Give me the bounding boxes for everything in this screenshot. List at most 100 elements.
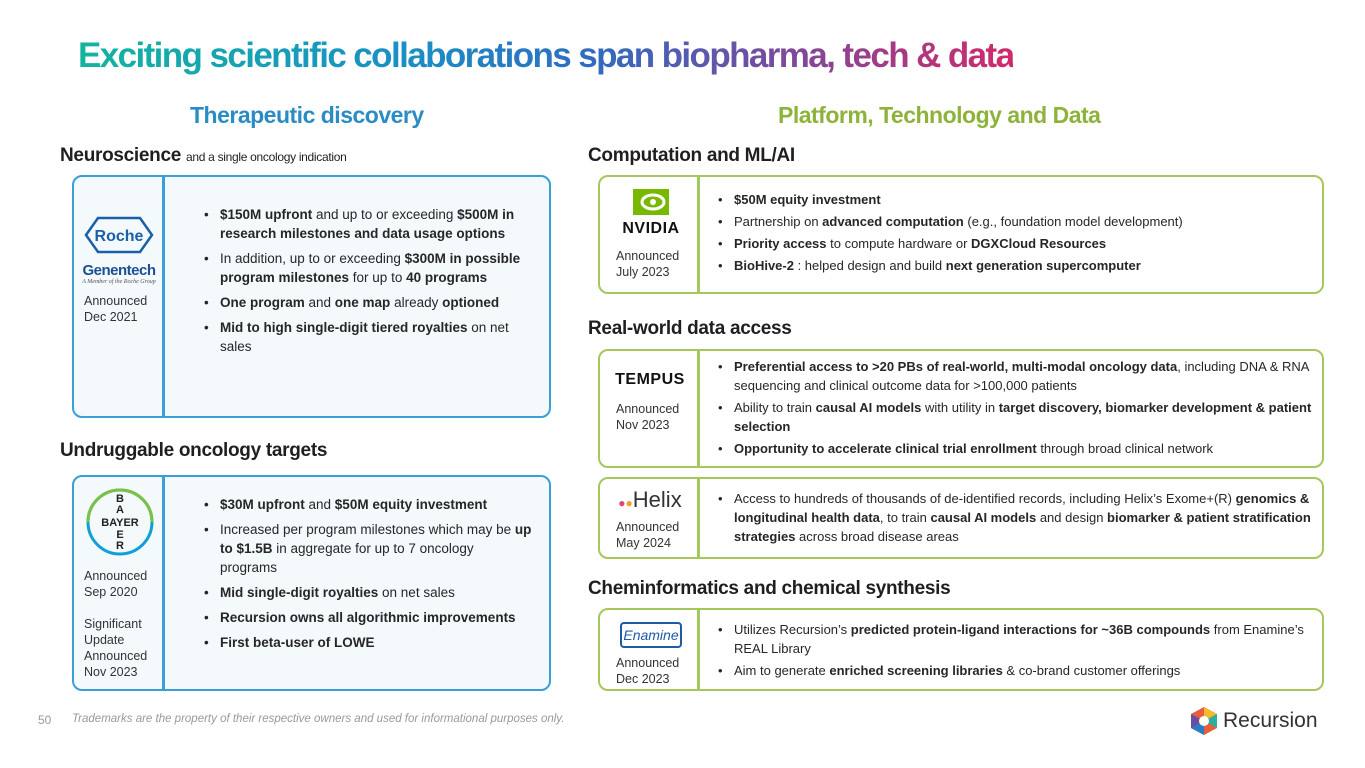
bold-text: Priority access bbox=[734, 236, 827, 251]
roche-genentech-logo: Roche Genentech A Member of the Roche Gr… bbox=[80, 215, 158, 285]
bullet-item: Access to hundreds of thousands of de-id… bbox=[718, 489, 1318, 546]
bullet-item: Utilizes Recursion’s predicted protein-l… bbox=[718, 620, 1318, 658]
bold-text: up to $1.5B bbox=[220, 522, 532, 556]
recursion-hex-icon bbox=[1191, 707, 1217, 735]
bold-text: next generation supercomputer bbox=[945, 258, 1141, 273]
bold-text: $300M in possible program milestones bbox=[220, 251, 521, 285]
helix-announced: Announced May 2024 bbox=[616, 520, 680, 550]
bold-text: genomics & longitudinal health data bbox=[734, 491, 1310, 525]
enamine-announced: Announced Dec 2023 bbox=[616, 656, 680, 686]
text: Utilizes Recursion’s bbox=[734, 622, 851, 637]
tempus-announced: Announced Nov 2023 bbox=[616, 402, 680, 432]
onc-heading: Undruggable oncology targets bbox=[60, 440, 328, 461]
bayer-bullets: $30M upfront and $50M equity investmentI… bbox=[204, 495, 534, 658]
bold-text: $150M upfront bbox=[220, 207, 313, 222]
bullet-item: Increased per program milestones which m… bbox=[204, 520, 534, 577]
trademark-note: Trademarks are the property of their res… bbox=[72, 713, 565, 725]
bold-text: DGXCloud Resources bbox=[971, 236, 1107, 251]
bold-text: $500M in research milestones and data us… bbox=[220, 207, 515, 241]
right-heading: Platform, Technology and Data bbox=[778, 102, 1101, 128]
left-heading: Therapeutic discovery bbox=[190, 102, 424, 128]
bold-text: enriched screening libraries bbox=[829, 663, 1003, 678]
text: , to train bbox=[879, 510, 931, 525]
bullet-item: $30M upfront and $50M equity investment bbox=[204, 495, 534, 514]
text: on net sales bbox=[220, 320, 509, 354]
bold-text: predicted protein-ligand interactions fo… bbox=[850, 622, 1211, 637]
bold-text: causal AI models bbox=[815, 400, 922, 415]
bullet-item: Priority access to compute hardware or D… bbox=[718, 234, 1318, 253]
helix-card: ●●Helix Announced May 2024 Access to hun… bbox=[598, 477, 1324, 559]
bullet-item: Recursion owns all algorithmic improveme… bbox=[204, 608, 534, 627]
svg-text:BAYER: BAYER bbox=[101, 517, 139, 529]
bullet-item: Ability to train causal AI models with u… bbox=[718, 398, 1323, 436]
bold-text: Mid single-digit royalties bbox=[220, 585, 379, 600]
text: for up to bbox=[349, 270, 407, 285]
bayer-announced: Announced Sep 2020 Significant Update An… bbox=[84, 569, 148, 679]
nvidia-bullets: $50M equity investmentPartnership on adv… bbox=[718, 190, 1318, 278]
bold-text: Preferential access to >20 PBs of real-w… bbox=[734, 359, 1178, 374]
text: across broad disease areas bbox=[795, 529, 959, 544]
bullet-item: Mid to high single-digit tiered royaltie… bbox=[204, 318, 544, 356]
text: : helped design and build bbox=[793, 258, 946, 273]
text: Ability to train bbox=[734, 400, 816, 415]
text: (e.g., foundation model development) bbox=[963, 214, 1183, 229]
text: with utility in bbox=[921, 400, 999, 415]
bold-text: $50M equity investment bbox=[734, 192, 881, 207]
svg-text:B: B bbox=[116, 493, 124, 505]
recursion-logo: Recursion bbox=[1190, 706, 1318, 736]
roche-card: Roche Genentech A Member of the Roche Gr… bbox=[72, 175, 551, 418]
bullet-item: $150M upfront and up to or exceeding $50… bbox=[204, 205, 544, 243]
text: in aggregate for up to 7 oncology progra… bbox=[220, 541, 474, 575]
bold-text: $50M equity investment bbox=[334, 497, 488, 512]
bullet-item: Aim to generate enriched screening libra… bbox=[718, 661, 1318, 680]
text: and bbox=[304, 497, 335, 512]
text: already bbox=[390, 295, 443, 310]
bold-text: Mid to high single-digit tiered royaltie… bbox=[220, 320, 468, 335]
text: , including DNA & RNA sequencing and cli… bbox=[734, 359, 1309, 393]
text: Increased per program milestones which m… bbox=[220, 522, 515, 537]
text: Access to hundreds of thousands of de-id… bbox=[734, 491, 1236, 506]
nvidia-announced: Announced July 2023 bbox=[616, 249, 680, 279]
enamine-bullets: Utilizes Recursion’s predicted protein-l… bbox=[718, 620, 1318, 683]
text: Aim to generate bbox=[734, 663, 830, 678]
tempus-bullets: Preferential access to >20 PBs of real-w… bbox=[718, 357, 1323, 461]
roche-bullets: $150M upfront and up to or exceeding $50… bbox=[204, 205, 544, 362]
svg-text:R: R bbox=[116, 540, 124, 552]
bullet-item: $50M equity investment bbox=[718, 190, 1318, 209]
rwd-heading: Real-world data access bbox=[588, 318, 792, 339]
bold-text: biomarker & patient stratification strat… bbox=[734, 510, 1311, 544]
nvidia-card: NVIDIA Announced July 2023 $50M equity i… bbox=[598, 175, 1324, 294]
helix-logo: ●●Helix bbox=[618, 487, 682, 512]
text: In addition, up to or exceeding bbox=[220, 251, 405, 266]
bullet-item: In addition, up to or exceeding $300M in… bbox=[204, 249, 544, 287]
bullet-item: Preferential access to >20 PBs of real-w… bbox=[718, 357, 1323, 395]
tempus-logo: TEMPUS bbox=[615, 371, 685, 388]
bold-text: Opportunity to accelerate clinical trial… bbox=[734, 441, 1037, 456]
bold-text: one map bbox=[334, 295, 391, 310]
page-number: 50 bbox=[38, 713, 52, 727]
tempus-card: TEMPUS Announced Nov 2023 Preferential a… bbox=[598, 349, 1324, 468]
slide-title: Exciting scientific collaborations span … bbox=[78, 36, 1015, 75]
svg-text:A: A bbox=[116, 504, 124, 516]
enamine-card: Enamine Announced Dec 2023 Utilizes Recu… bbox=[598, 608, 1324, 691]
bold-text: advanced computation bbox=[822, 214, 964, 229]
bullet-item: Partnership on advanced computation (e.g… bbox=[718, 212, 1318, 231]
bullet-item: Opportunity to accelerate clinical trial… bbox=[718, 439, 1323, 458]
text: and bbox=[304, 295, 335, 310]
text: to compute hardware or bbox=[826, 236, 972, 251]
bold-text: 40 programs bbox=[406, 270, 488, 285]
neuro-subtitle: and a single oncology indication bbox=[186, 150, 347, 164]
bold-text: One program bbox=[220, 295, 305, 310]
bold-text: causal AI models bbox=[930, 510, 1037, 525]
text: and up to or exceeding bbox=[312, 207, 458, 222]
svg-text:E: E bbox=[116, 529, 123, 541]
bold-text: BioHive-2 bbox=[734, 258, 794, 273]
enamine-logo: Enamine bbox=[620, 622, 682, 648]
recursion-wordmark: Recursion bbox=[1223, 709, 1318, 732]
text: and design bbox=[1036, 510, 1108, 525]
bold-text: optioned bbox=[442, 295, 500, 310]
bullet-item: First beta-user of LOWE bbox=[204, 633, 534, 652]
bold-text: target discovery, biomarker development … bbox=[734, 400, 1312, 434]
nvidia-logo: NVIDIA bbox=[610, 187, 692, 238]
